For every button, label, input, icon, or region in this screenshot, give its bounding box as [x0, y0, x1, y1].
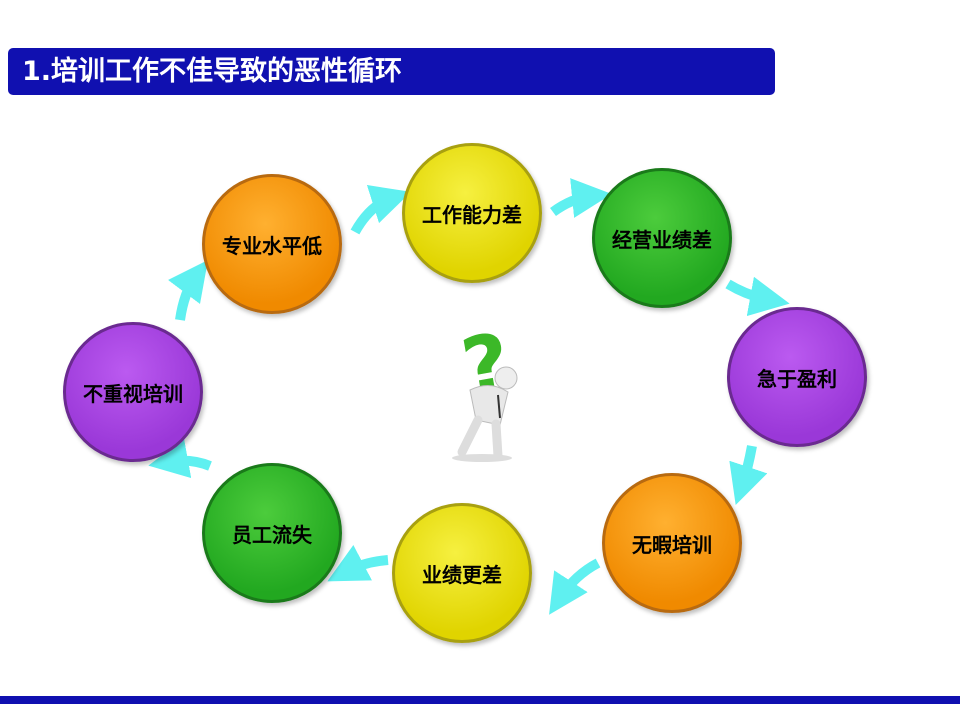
arrow-8: [168, 259, 208, 321]
node-no-time-training: 无暇培训: [602, 473, 742, 613]
arrow-5: [549, 558, 601, 615]
node-neglect-training: 不重视培训: [63, 322, 203, 462]
arrow-4: [729, 445, 768, 505]
title-bar: 1.培训工作不佳导致的恶性循环: [8, 48, 775, 95]
arrow-1: [350, 185, 412, 235]
bottom-bar: [0, 696, 960, 704]
node-eager-profit: 急于盈利: [727, 307, 867, 447]
node-poor-performance: 经营业绩差: [592, 168, 732, 308]
node-low-skill: 专业水平低: [202, 174, 342, 314]
node-staff-loss: 员工流失: [202, 463, 342, 603]
arrow-7: [148, 438, 212, 479]
arrow-3: [725, 276, 790, 317]
arrow-6: [327, 544, 389, 582]
node-worse-performance: 业绩更差: [392, 503, 532, 643]
arrow-2: [550, 178, 612, 218]
node-poor-ability: 工作能力差: [402, 143, 542, 283]
